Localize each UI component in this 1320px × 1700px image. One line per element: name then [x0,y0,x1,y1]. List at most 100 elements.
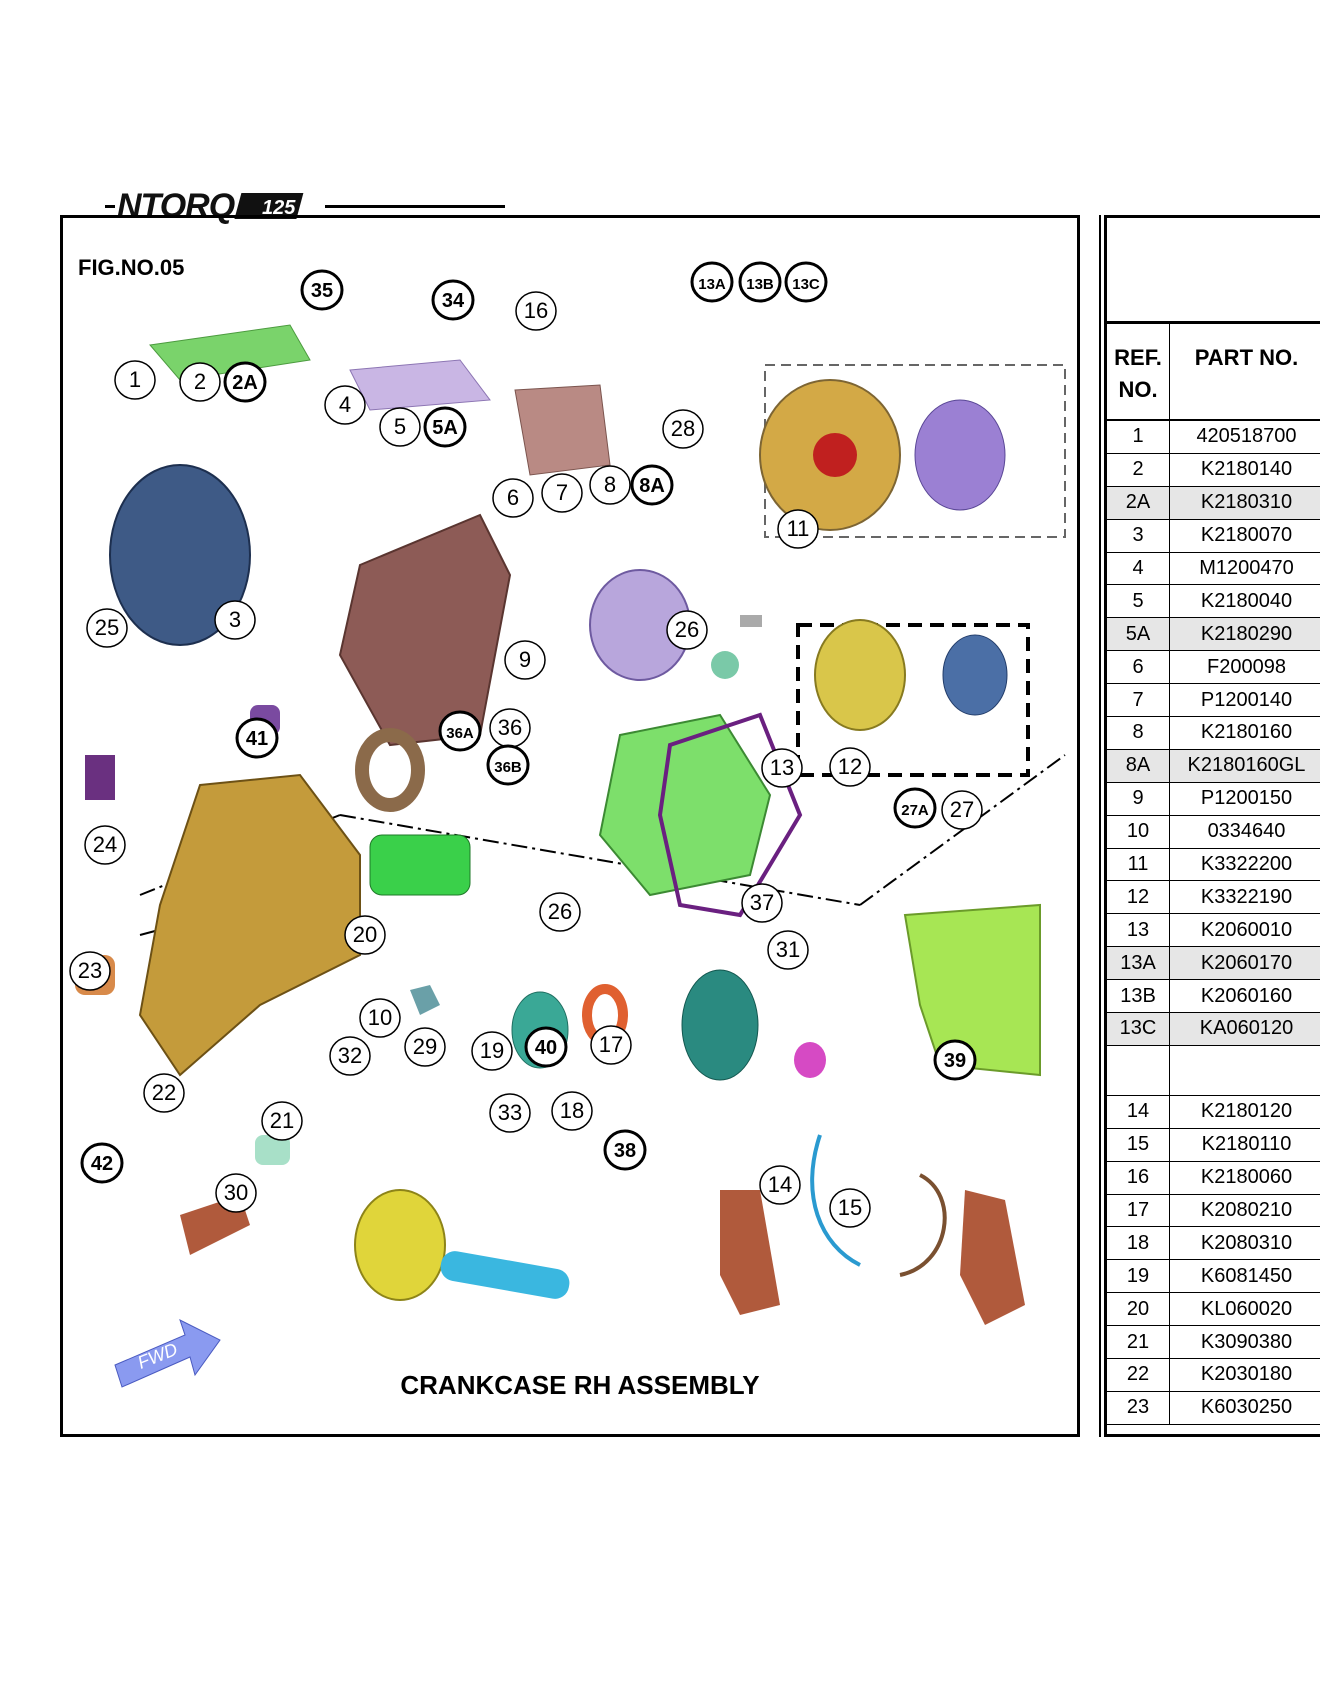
callout-label: 26 [548,899,572,924]
part-32-gear [354,1189,446,1301]
ref-no-cell: 17 [1107,1194,1170,1227]
callout-label: 10 [368,1005,392,1030]
ref-no-cell: 18 [1107,1227,1170,1260]
part-no-cell: P1200150 [1200,787,1293,810]
callout-8a: 8A [630,464,674,506]
table-row: 9 P1200150 [1107,782,1320,816]
part-12-stator [942,634,1008,716]
table-row: 19 K6081450 [1107,1260,1320,1294]
ref-no-cell: 16 [1107,1161,1170,1194]
part-no-cell: K3090380 [1200,1330,1293,1353]
ref-no-cell: 14 [1107,1095,1170,1128]
part-no-cell: K2060010 [1200,918,1293,941]
callout-label: 34 [442,290,465,312]
fwd-arrow-icon: FWD [114,1319,221,1388]
callout-6: 6 [492,478,534,518]
callout-label: 2A [232,372,258,394]
ref-no-cell: 2 [1107,453,1170,486]
callout-18: 18 [551,1091,593,1131]
callout-label: 14 [768,1172,792,1197]
part-15-harness [899,1173,947,1277]
table-row [1107,1045,1320,1096]
callout-label: 19 [480,1038,504,1063]
part-no-cell: K2180060 [1200,1166,1293,1189]
callout-label: 23 [78,958,102,983]
callout-14: 14 [759,1165,801,1205]
part-2-fan-cover [109,464,251,646]
ref-no-cell: 22 [1107,1359,1170,1391]
callout-label: 6 [507,485,519,510]
callout-13a: 13A [690,261,734,303]
callout-label: 7 [556,480,568,505]
callout-label: 3 [229,607,241,632]
callout-27: 27 [941,790,983,830]
callout-37: 37 [741,883,783,923]
ref-no-cell: 13C [1107,1013,1170,1045]
ref-no-cell: 20 [1107,1293,1170,1326]
callout-label: 1 [129,367,141,392]
part-no-cell: K2080210 [1200,1199,1293,1222]
part-no-cell: 420518700 [1196,425,1297,448]
callout-25: 25 [86,608,128,648]
svg-text:125: 125 [262,197,296,219]
ntorq-logo: NTORQ 125 [105,187,505,225]
callout-9: 9 [504,640,546,680]
part-no-cell: K2180140 [1200,458,1293,481]
callout-label: 11 [787,516,810,541]
callout-label: 29 [413,1034,437,1059]
ref-no-cell: 19 [1107,1260,1170,1293]
callout-label: 25 [95,615,119,640]
part-31-bush [794,1042,826,1078]
callout-label: 9 [519,647,531,672]
callout-label: 40 [535,1037,557,1059]
callout-label: 13C [792,276,820,293]
callout-label: 21 [270,1108,294,1133]
callout-label: 36B [494,759,522,776]
ref-no-cell: 13 [1107,914,1170,947]
table-row: 2 K2180140 [1107,453,1320,487]
part-41-ring [355,728,425,812]
ref-no-cell: 5A [1107,618,1170,651]
callout-label: 24 [93,832,117,857]
callout-5: 5 [379,407,421,447]
part-no-cell: KA060120 [1199,1017,1294,1040]
part-25-sensor [85,755,115,800]
table-row: 17 K2080210 [1107,1194,1320,1228]
part-14-harness [810,1134,861,1267]
part-no-cell: F200098 [1207,655,1286,678]
callout-label: 12 [838,754,862,779]
part-no-cell: K2060160 [1200,984,1293,1007]
part-13-flywheel [759,379,901,531]
ref-no-cell: 9 [1107,782,1170,815]
diagram-frame [60,215,1080,1437]
callout-label: 18 [560,1098,584,1123]
part-no-cell: K2180160GL [1187,754,1306,777]
diagram-caption: CRANKCASE RH ASSEMBLY [400,1370,760,1400]
callout-label: 26 [675,617,699,642]
part-no-cell: K2180310 [1200,491,1293,514]
callout-26: 26 [666,610,708,650]
part-27-bracket [903,903,1041,1077]
part-no-cell: K2180070 [1200,524,1293,547]
part-34-bracket [349,359,491,411]
callout-8: 8 [589,465,631,505]
callout-27a: 27A [893,787,937,829]
table-row: 13C KA060120 [1107,1013,1320,1046]
callout-13b: 13B [738,261,782,303]
part-33-shaft [440,1251,570,1299]
part-no-cell: K6081450 [1200,1264,1293,1287]
callout-label: 8A [639,475,665,497]
callout-label: 35 [311,280,333,302]
table-header: REF. NO. PART NO. [1107,321,1320,421]
